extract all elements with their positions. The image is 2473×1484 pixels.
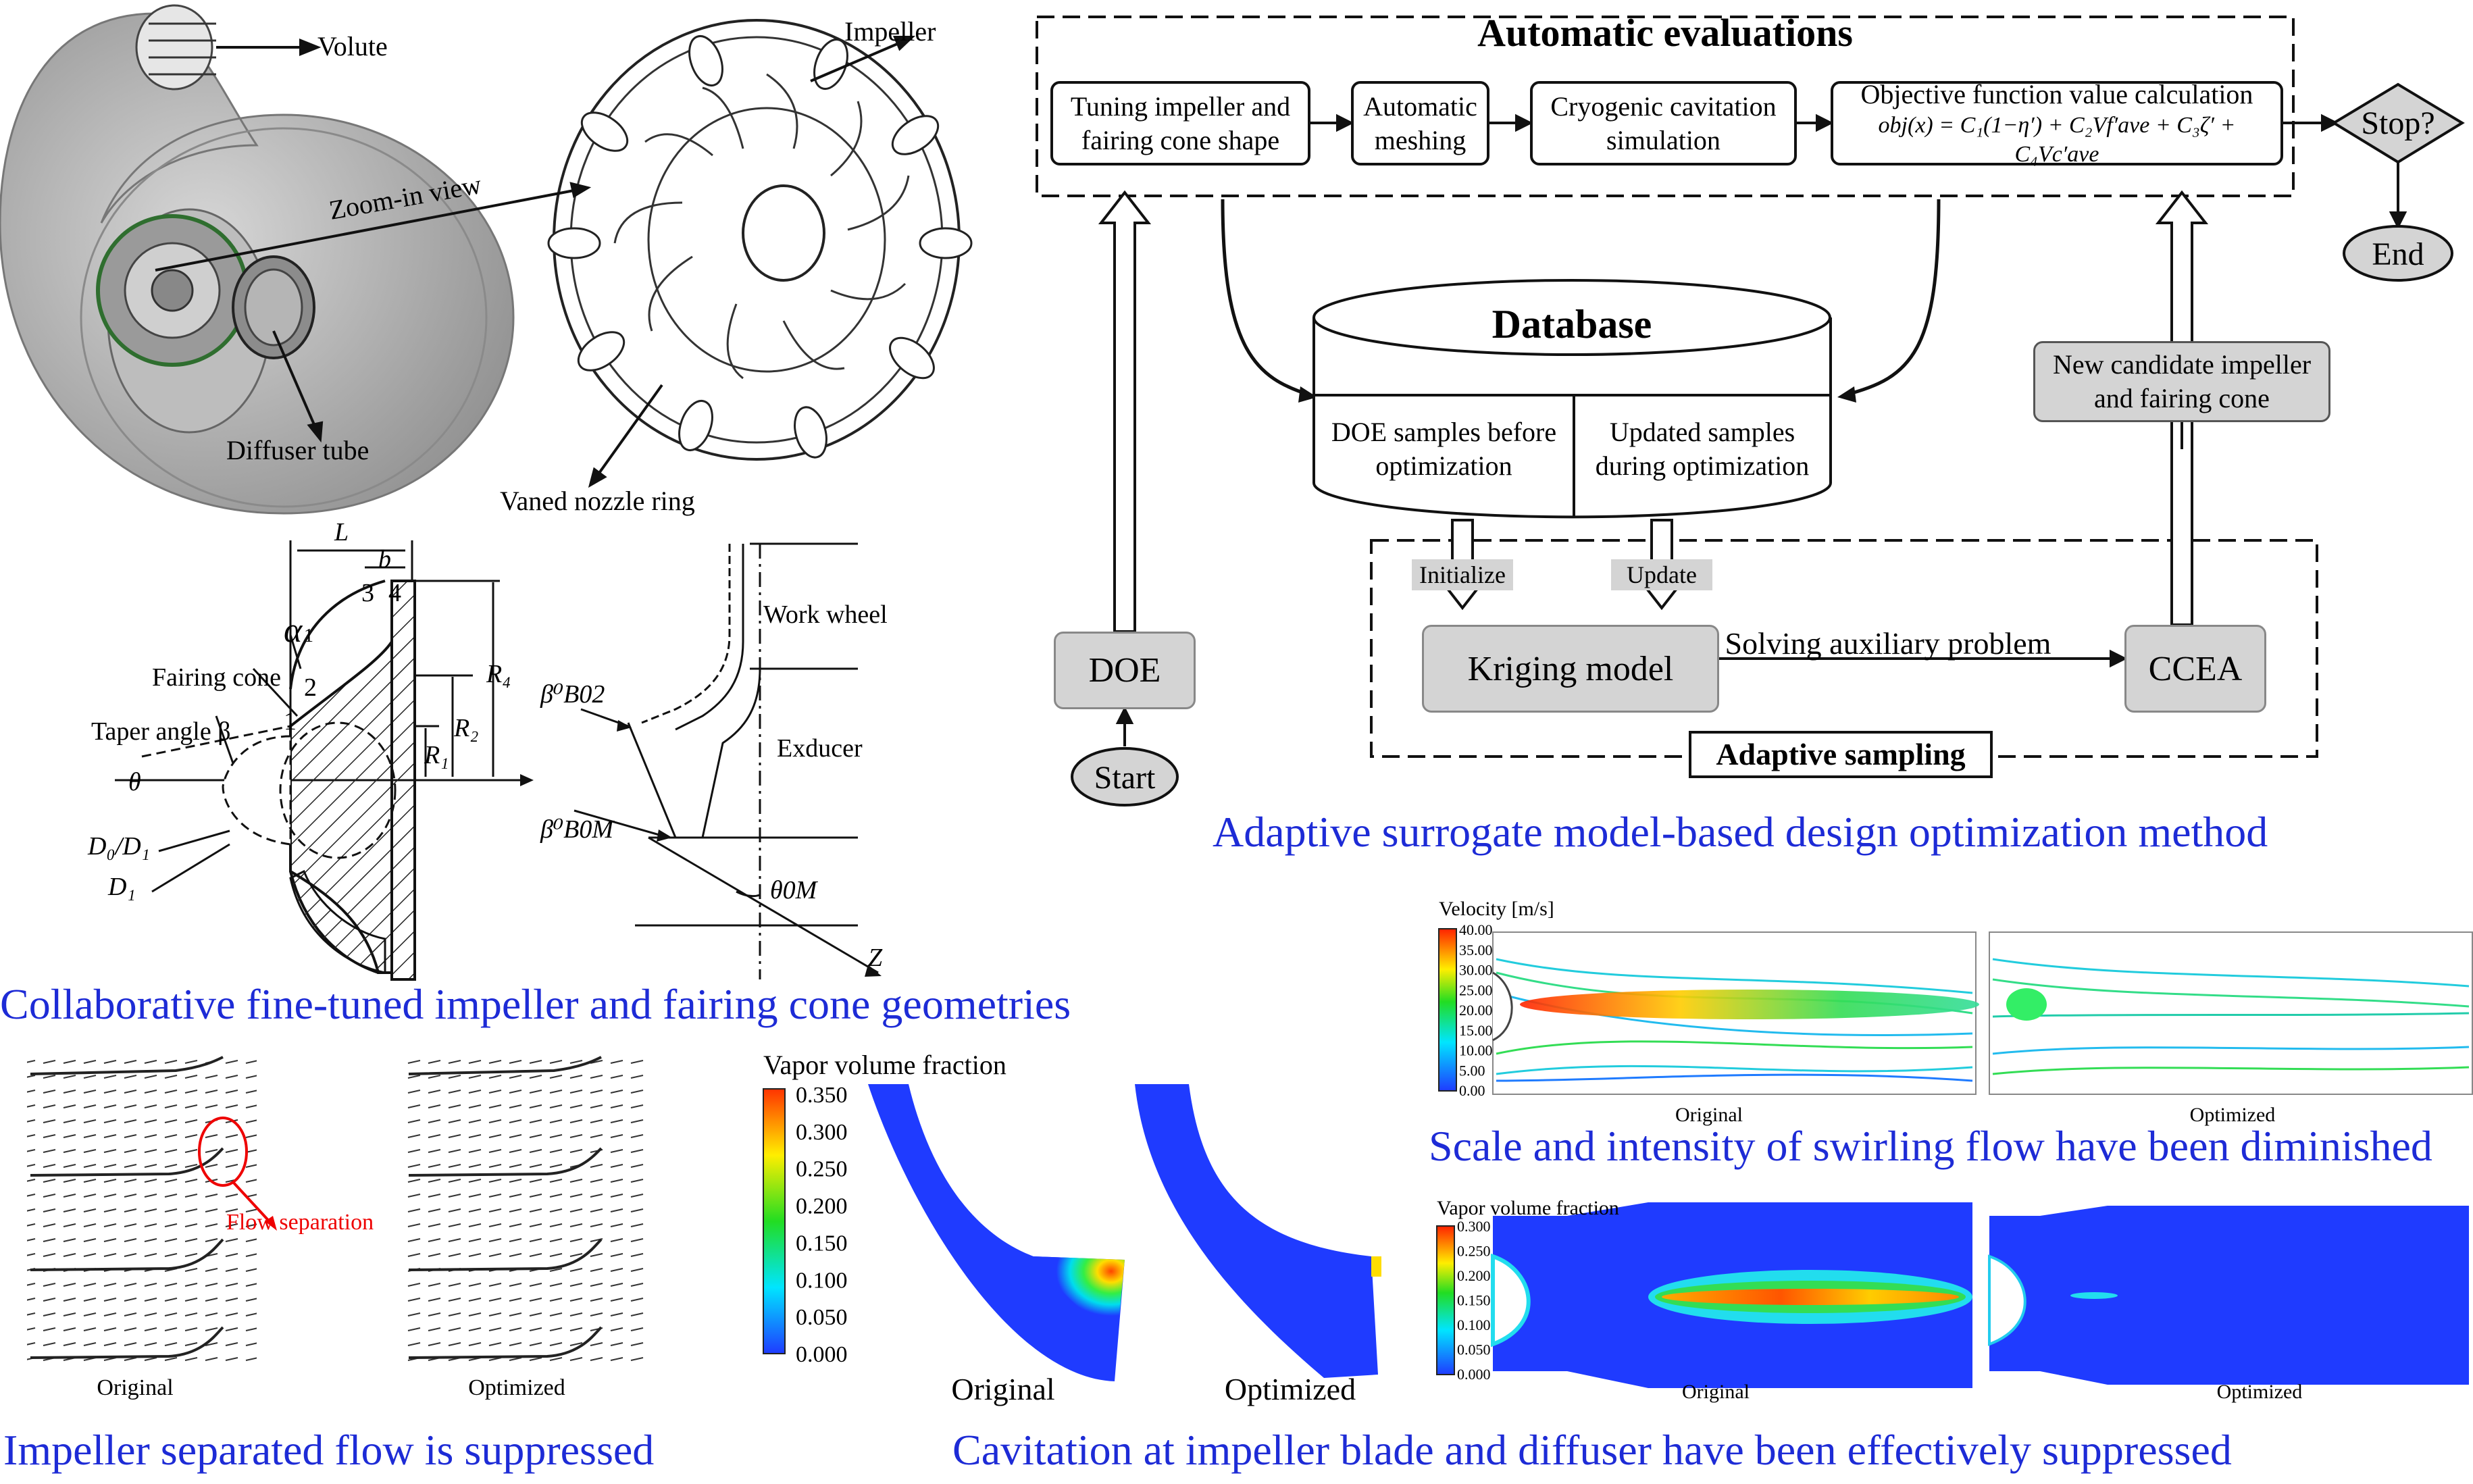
label-alpha: α — [284, 611, 303, 650]
initialize-tag: Initialize — [1412, 559, 1513, 590]
start-label: Start — [1094, 760, 1156, 796]
colorbar-tick-label: 0.100 — [1457, 1316, 1491, 1333]
objective-function-box: Objective function value calculation obj… — [1831, 79, 2283, 167]
objective-formula: obj(x) = C₁(1−η′) + C₂Vf′ave + C₃ζ′ + C₄… — [1878, 113, 2236, 167]
label-r4: R₄ — [486, 660, 511, 688]
vapor-diffuser-plot: Vapor volume fraction 0.300 0.250 0.200 0.1… — [1436, 1197, 2469, 1403]
geometry-drawing: L b 3 4 2 1 α 1 Fairing cone Taper angle… — [87, 520, 888, 981]
label-beta-b02: β⁰B02 — [540, 680, 605, 709]
colorbar-tick-label: 30.00 — [1459, 962, 1493, 979]
label-exducer: Exducer — [777, 734, 863, 763]
label-theta-0m: θ0M — [770, 876, 819, 904]
vapor-diffuser-original-label: Original — [1682, 1381, 1750, 1403]
label-volute: Volute — [317, 31, 388, 61]
flow-separation-vectors: Flow separation Original Optimized — [27, 1054, 648, 1400]
vectors-optimized-label: Optimized — [468, 1375, 565, 1400]
colorbar-tick-label: 0.000 — [796, 1342, 848, 1367]
label-4: 4 — [388, 579, 401, 607]
velocity-streamline-plot: Velocity [m/s] 40.00 35.00 30.00 25.00 20.00… — [1438, 898, 2473, 1126]
caption-geometry: Collaborative fine-tuned impeller and fa… — [0, 980, 1071, 1028]
colorbar-tick-label: 0.050 — [796, 1305, 848, 1330]
velocity-optimized-label: Optimized — [2190, 1104, 2276, 1126]
label-theta: θ — [128, 768, 141, 796]
adaptive-sampling-label: Adaptive sampling — [1689, 731, 1993, 778]
doe-samples-text: DOE samples before optimization — [1331, 417, 1557, 481]
label-beta-b0m: β⁰B0M — [540, 815, 615, 844]
doe-box: DOE — [1054, 632, 1196, 709]
label-alpha-sub: 1 — [304, 625, 313, 646]
colorbar-tick-label: 0.000 — [1457, 1366, 1491, 1383]
colorbar-tick-label: 0.050 — [1457, 1341, 1491, 1358]
vapor-diffuser-title: Vapor volume fraction — [1437, 1197, 1619, 1219]
caption-swirl: Scale and intensity of swirling flow hav… — [1429, 1122, 2432, 1170]
vapor-diffuser-optimized-label: Optimized — [2217, 1381, 2303, 1403]
colorbar-tick-label: 25.00 — [1459, 981, 1493, 998]
turbine-assembly-illustration: Volute Impeller Zoom-in view Diffuser tu… — [0, 4, 973, 516]
objective-title: Objective function value calculation — [1860, 79, 2253, 109]
label-r1: R₁ — [424, 741, 449, 769]
colorbar-tick-label: 15.00 — [1459, 1022, 1493, 1039]
label-taper-angle: Taper angle β — [91, 717, 231, 746]
colorbar-tick-label: 0.300 — [1457, 1218, 1491, 1235]
label-vaned-nozzle-ring: Vaned nozzle ring — [500, 486, 695, 516]
colorbar-tick-label: 0.100 — [796, 1268, 848, 1293]
label-z: Z — [868, 944, 883, 972]
label-diffuser-tube: Diffuser tube — [226, 435, 369, 465]
label-1: 1 — [284, 707, 297, 736]
automatic-evaluations-title: Automatic evaluations — [1477, 11, 1853, 55]
stop-label: Stop? — [2361, 105, 2434, 141]
colorbar-tick-label: 0.150 — [796, 1231, 848, 1256]
update-tag: Update — [1611, 559, 1712, 590]
cavitation-simulation-box: Cryogenic cavitation simulation — [1530, 81, 1797, 165]
tuning-shape-box: Tuning impeller and fairing cone shape — [1050, 81, 1310, 165]
label-d0-d1: D₀/D₁ — [87, 832, 150, 861]
label-d1: D₁ — [107, 873, 136, 901]
velocity-original-label: Original — [1675, 1104, 1743, 1126]
colorbar-tick-label: 0.350 — [796, 1083, 848, 1108]
solving-auxiliary-label: Solving auxiliary problem — [1725, 626, 2051, 661]
vapor-blade-optimized-label: Optimized — [1225, 1372, 1356, 1406]
vapor-blade-original-label: Original — [951, 1372, 1054, 1406]
colorbar-tick-label: 0.00 — [1459, 1082, 1485, 1099]
caption-cavitation: Cavitation at impeller blade and diffuse… — [952, 1426, 2232, 1474]
colorbar-tick-label: 0.200 — [796, 1194, 848, 1219]
vapor-blade-title: Vapor volume fraction — [763, 1050, 1006, 1080]
flow-separation-label: Flow separation — [226, 1210, 374, 1235]
colorbar-tick-label: 0.250 — [796, 1157, 848, 1182]
colorbar-tick-label: 20.00 — [1459, 1002, 1493, 1019]
colorbar-tick-label: 0.150 — [1457, 1292, 1491, 1309]
end-label: End — [2372, 236, 2424, 272]
colorbar-tick-label: 0.250 — [1457, 1243, 1491, 1260]
label-L: L — [334, 520, 349, 546]
colorbar-tick-label: 5.00 — [1459, 1062, 1485, 1079]
vapor-blade-plot: Vapor volume fraction 0.350 0.300 0.250 0.2… — [763, 1050, 1381, 1406]
colorbar-tick-label: 0.300 — [796, 1120, 848, 1145]
label-3: 3 — [361, 579, 374, 607]
velocity-title: Velocity [m/s] — [1439, 898, 1554, 920]
ccea-box: CCEA — [2124, 625, 2266, 713]
colorbar-tick-label: 40.00 — [1459, 921, 1493, 938]
colorbar-tick-label: 35.00 — [1459, 942, 1493, 958]
vectors-original-label: Original — [97, 1375, 173, 1400]
colorbar-tick-label: 0.200 — [1457, 1267, 1491, 1284]
label-2: 2 — [304, 673, 317, 702]
new-candidate-box: New candidate impeller and fairing cone — [2033, 341, 2330, 422]
label-fairing-cone: Fairing cone — [152, 663, 281, 692]
kriging-model-box: Kriging model — [1422, 625, 1719, 713]
caption-method: Adaptive surrogate model-based design op… — [1213, 808, 2268, 856]
label-work-wheel: Work wheel — [763, 600, 888, 629]
caption-separation: Impeller separated flow is suppressed — [3, 1426, 655, 1474]
updated-samples-text: Updated samples during optimization — [1595, 417, 1810, 481]
label-r2: R₂ — [453, 714, 478, 742]
database-title: Database — [1492, 302, 1652, 347]
label-b: b — [378, 545, 391, 573]
colorbar-tick-label: 10.00 — [1459, 1042, 1493, 1059]
auto-meshing-box: Automatic meshing — [1351, 81, 1489, 165]
label-impeller: Impeller — [844, 16, 936, 47]
